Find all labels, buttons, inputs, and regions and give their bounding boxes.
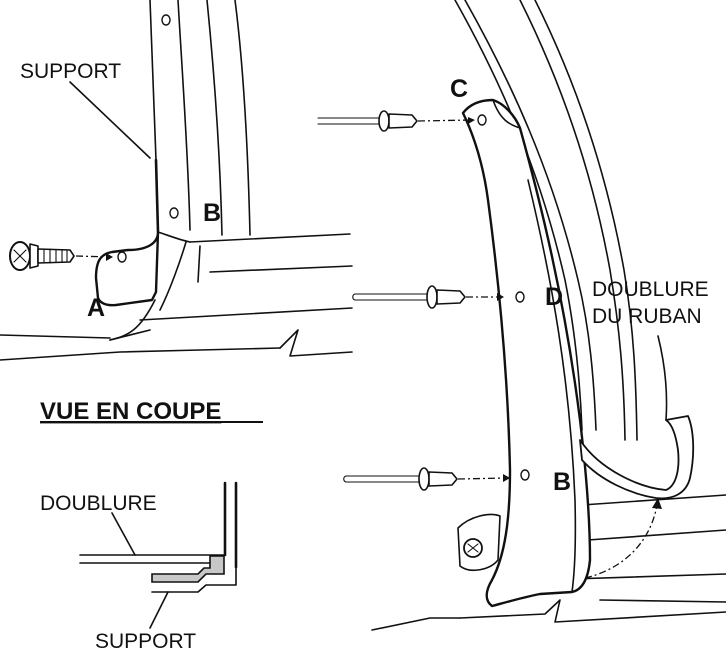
letter-b-right: B [553,468,571,496]
doublure-du-ruban-line2: DU RUBAN [592,305,702,328]
screw-arrow-line [75,255,111,258]
tape-lining [579,415,695,500]
letter-c: C [450,75,468,103]
tape-leader-line [657,335,668,421]
support-bottom-leader-line [149,591,169,629]
bolt-icon [463,538,483,558]
left-detail-view: SUPPORT B A [0,0,353,361]
pillar-hole-mid [169,207,179,219]
letter-b-left: B [203,199,221,227]
pillar-hole-top [161,14,171,26]
trim-hole-d [515,291,525,303]
support-top-label: SUPPORT [20,60,121,83]
rivet-b-icon [343,467,458,491]
support-bracket [94,230,160,307]
rivet-d-icon [352,285,466,309]
trim-hole-c [477,114,487,126]
section-title: VUE EN COUPE [40,398,221,425]
support-leader-line [69,81,151,159]
trim-piece [461,98,592,608]
section-view: VUE EN COUPE DOUBLURE SUPPORT [40,398,263,651]
doublure-label: DOUBLURE [40,492,157,515]
screw-icon [9,241,75,271]
doublure-leader-line [111,512,136,556]
doublure-du-ruban-line1: DOUBLURE [592,278,709,301]
rivet-c-icon [317,110,418,132]
trim-hole-b [520,469,530,481]
tape-arrow-line [584,504,658,579]
support-profile [151,555,225,583]
support-bottom-label: SUPPORT [95,630,196,651]
right-main-view: C D B DOUBLURE DU RUBAN [317,0,726,631]
bracket-hole [117,251,127,263]
letter-d: D [545,283,563,311]
letter-a: A [87,294,105,322]
